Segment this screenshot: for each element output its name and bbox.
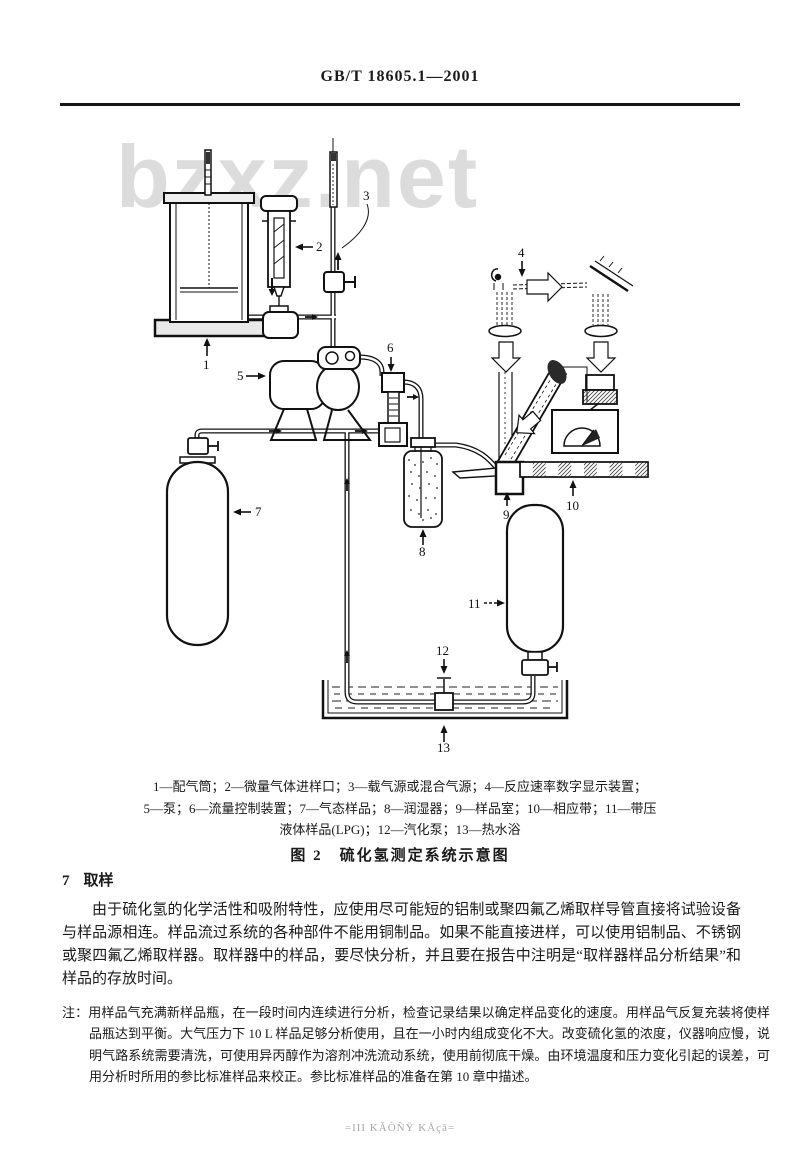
beam-arrow-icon bbox=[526, 271, 563, 303]
component-10-response-tape bbox=[519, 461, 649, 478]
beam-down-arrow-icon bbox=[516, 410, 542, 435]
caption-line-3: 液体样品(LPG)；12—汽化泵；13—热水浴 bbox=[279, 822, 521, 837]
component-2-syringe bbox=[260, 195, 299, 339]
component-3-carrier-gas-tube bbox=[323, 138, 369, 293]
optical-assembly bbox=[488, 255, 634, 464]
diagram-label-numbers: 1 2 3 4 5 6 7 8 9 10 11 12 13 bbox=[203, 188, 579, 755]
beam-down-arrow-icon bbox=[585, 341, 617, 373]
label-9: 9 bbox=[503, 507, 510, 522]
note-text: 用样品气充满新样品瓶，在一段时间内连续进行分析，检查记录结果以确定样品变化的速度… bbox=[88, 1005, 770, 1084]
label-7: 7 bbox=[255, 504, 262, 519]
label-11: 11 bbox=[468, 596, 481, 611]
component-1-gas-proportioner bbox=[153, 149, 267, 338]
slanted-light-guide bbox=[496, 360, 588, 471]
label-10: 10 bbox=[566, 498, 579, 513]
caption-line-1: 1—配气筒；2—微量气体进样口；3—载气源或混合气源；4—反应速率数字显示装置； bbox=[152, 779, 647, 794]
label-2: 2 bbox=[316, 239, 323, 254]
lens-icon bbox=[584, 324, 618, 338]
label-13: 13 bbox=[437, 740, 450, 755]
footer-watermark: =III KǍÒÑŸ KÅçā= bbox=[344, 1122, 456, 1134]
label-3: 3 bbox=[363, 188, 370, 203]
component-4-rate-display-meter bbox=[551, 409, 619, 454]
component-7-gas-sample-cylinder bbox=[165, 437, 230, 647]
component-9-sample-chamber bbox=[451, 460, 525, 496]
label-12: 12 bbox=[436, 643, 449, 658]
standard-number: GB/T 18605.1—2001 bbox=[320, 68, 480, 85]
note-paragraph: 注：用样品气充满新样品瓶，在一段时间内连续进行分析，检查记录结果以确定样品变化的… bbox=[62, 1002, 770, 1087]
section-number: 7 bbox=[62, 873, 70, 889]
component-11-lpg-cylinder bbox=[505, 503, 565, 676]
header-rule bbox=[60, 103, 740, 106]
component-5-pump bbox=[269, 346, 372, 441]
label-1: 1 bbox=[203, 357, 210, 372]
label-4: 4 bbox=[518, 245, 525, 260]
system-diagram: 1 2 3 4 5 6 7 8 9 10 11 12 13 bbox=[153, 138, 649, 755]
label-5: 5 bbox=[237, 368, 244, 383]
label-6: 6 bbox=[387, 340, 394, 355]
component-8-humidifier-bottle bbox=[403, 437, 443, 528]
figure-caption: 1—配气筒；2—微量气体进样口；3—载气源或混合气源；4—反应速率数字显示装置；… bbox=[100, 776, 700, 841]
section-title: 取样 bbox=[83, 873, 114, 889]
beam-down-arrow-icon bbox=[490, 341, 522, 373]
caption-line-2: 5—泵；6—流量控制装置；7—气态样品；8—润湿器；9—样品室；10—相应带；1… bbox=[143, 800, 657, 816]
section-heading: 7 取样 bbox=[62, 869, 114, 890]
figure-title: 图 2 硫化氢测定系统示意图 bbox=[290, 848, 510, 864]
label-8: 8 bbox=[419, 544, 426, 559]
diagram-labels bbox=[203, 243, 577, 742]
component-12-vaporizer bbox=[434, 677, 454, 711]
note-label: 注： bbox=[62, 1005, 89, 1020]
component-6-flow-controller bbox=[378, 372, 408, 447]
lens-icon bbox=[488, 324, 522, 338]
body-paragraph: 由于硫化氢的化学活性和吸附特性，应使用尽可能短的铝制或聚四氟乙烯取样导管直接将试… bbox=[62, 902, 741, 987]
